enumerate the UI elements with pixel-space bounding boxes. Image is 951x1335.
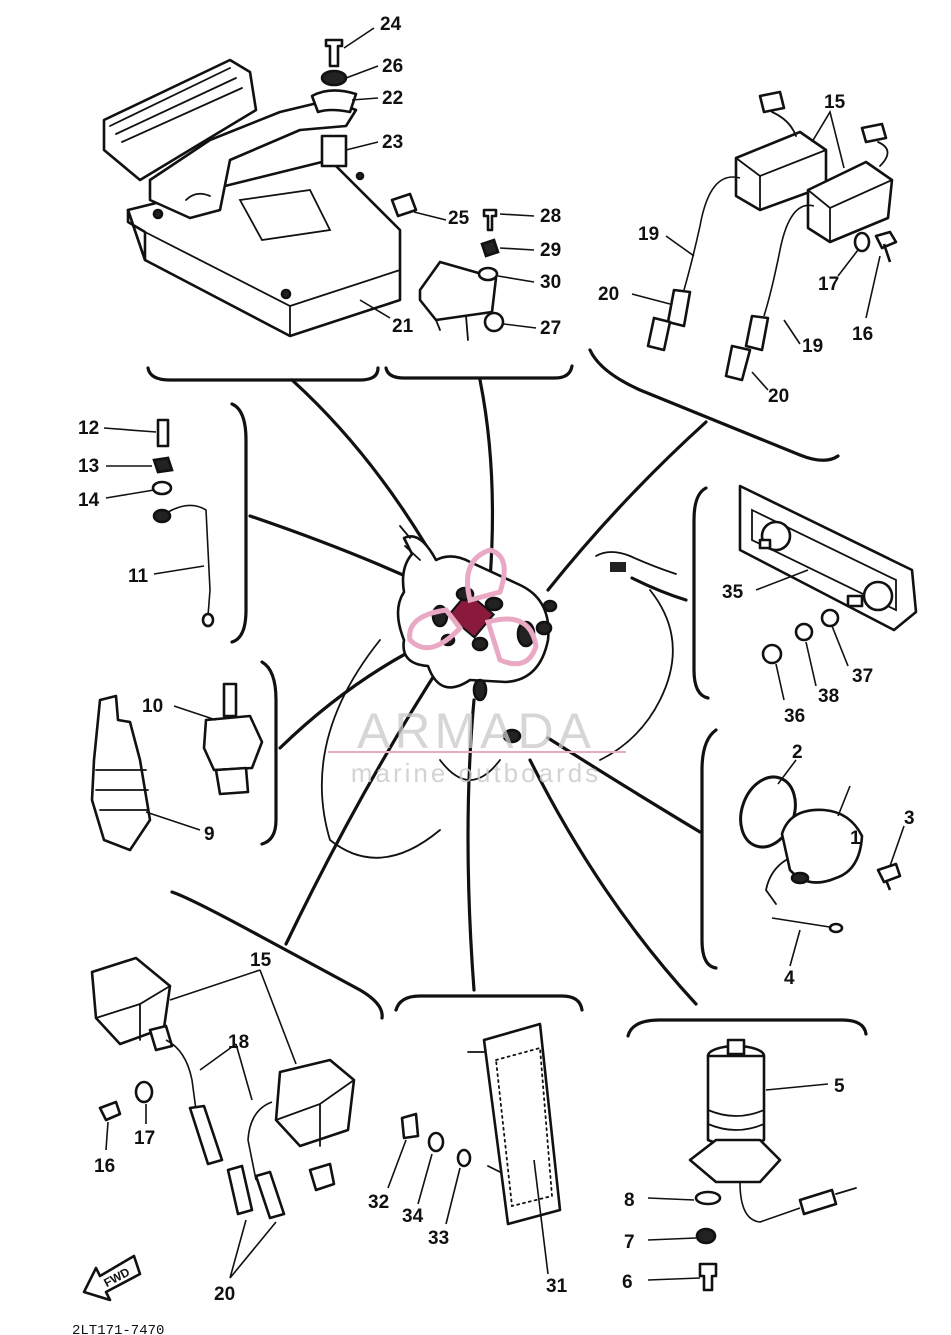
callout-34: 34	[402, 1206, 424, 1227]
washer-14	[151, 480, 173, 496]
callout-20-left: 20	[598, 284, 619, 305]
forward-direction-arrow: FWD	[82, 1254, 142, 1302]
grommet-8	[694, 1190, 722, 1206]
clip-25	[390, 192, 418, 218]
washer-34	[427, 1131, 445, 1153]
callout-10: 10	[142, 696, 163, 717]
callout-16-top: 16	[852, 324, 873, 345]
bolt-28	[482, 208, 498, 232]
group-brackets	[146, 348, 868, 1038]
callout-31: 31	[546, 1276, 568, 1297]
watermark-brand: ARMADA	[357, 703, 595, 759]
collar-7	[695, 1227, 717, 1245]
callout-17-bottom: 17	[134, 1128, 155, 1149]
callout-11: 11	[128, 566, 149, 587]
callout-17-top: 17	[818, 274, 839, 295]
sensor-assembly	[739, 775, 902, 934]
bolt-16-bottom	[98, 1100, 122, 1122]
engine-outline-center	[396, 525, 677, 744]
callout-16-bottom: 16	[94, 1156, 115, 1177]
washer-17-bottom	[134, 1080, 154, 1104]
ignition-coil-bottom-pair	[90, 956, 356, 1220]
switch-group-9-10	[90, 682, 264, 852]
indicator-panel-assembly	[738, 484, 918, 665]
callout-22: 22	[382, 88, 403, 109]
grommet-36	[761, 643, 783, 665]
diagram-code: 2LT171-7470	[72, 1323, 164, 1335]
callout-36: 36	[784, 706, 805, 727]
harness-connection-lines	[248, 378, 708, 1006]
nut-38	[794, 622, 814, 642]
callout-14: 14	[78, 490, 100, 511]
callout-4: 4	[784, 968, 795, 989]
callout-37: 37	[852, 666, 873, 687]
solenoid-assembly	[688, 1038, 857, 1292]
callout-9: 9	[204, 824, 215, 845]
cdi-unit-assembly	[102, 38, 418, 338]
leader-lines	[103, 27, 905, 1281]
callout-32: 32	[368, 1192, 389, 1213]
washer-37	[820, 608, 840, 628]
ignition-coil-top-pair	[646, 90, 898, 382]
callout-8: 8	[624, 1190, 635, 1211]
callout-26: 26	[382, 56, 403, 77]
grommet-26	[320, 69, 348, 87]
callout-29: 29	[540, 240, 561, 261]
callout-25: 25	[448, 208, 470, 229]
callout-27: 27	[540, 318, 561, 339]
washer-33	[456, 1148, 472, 1168]
callout-20-bottom: 20	[214, 1284, 235, 1305]
callout-20-right: 20	[768, 386, 789, 407]
callout-2: 2	[792, 742, 803, 763]
watermark-tagline: marine outboards	[351, 758, 601, 788]
callout-23: 23	[382, 132, 403, 153]
callout-1: 1	[850, 828, 861, 849]
callout-5: 5	[834, 1076, 845, 1097]
callout-13: 13	[78, 456, 99, 477]
callout-19-left: 19	[638, 224, 659, 245]
callout-12: 12	[78, 418, 99, 439]
callout-24: 24	[380, 14, 402, 35]
callout-15-bottom: 15	[250, 950, 272, 971]
cover-plate-31	[482, 1022, 562, 1226]
ground-lead-assembly	[151, 418, 215, 628]
collar-23	[320, 134, 348, 168]
nut-29	[480, 238, 500, 258]
bolt-6	[698, 1262, 718, 1292]
bolt-16-top	[874, 230, 898, 263]
callout-30: 30	[540, 272, 561, 293]
nut-13	[152, 456, 174, 474]
callout-35: 35	[722, 582, 744, 603]
screw-3	[876, 862, 902, 891]
callout-3: 3	[904, 808, 915, 829]
callout-15-top: 15	[824, 92, 846, 113]
watermark: ARMADA marine outboards	[328, 547, 626, 788]
callout-38: 38	[818, 686, 839, 707]
washer-30	[477, 266, 499, 282]
callout-6: 6	[622, 1272, 633, 1293]
bolt-12	[156, 418, 170, 448]
callout-21: 21	[392, 316, 414, 337]
callout-28: 28	[540, 206, 561, 227]
callout-18: 18	[228, 1032, 249, 1053]
callout-7: 7	[624, 1232, 635, 1253]
callout-33: 33	[428, 1228, 449, 1249]
bolt-24	[324, 38, 344, 68]
washer-17-top	[853, 231, 871, 253]
cover-plate-assembly	[400, 1022, 562, 1226]
callout-19-right: 19	[802, 336, 823, 357]
rectifier-assembly	[418, 208, 505, 341]
callout-numbers: 1 2 3 4 5 6 7 8 9 10 11 12 13 14 15 15 1…	[78, 14, 915, 1305]
grommet-32	[400, 1112, 420, 1140]
